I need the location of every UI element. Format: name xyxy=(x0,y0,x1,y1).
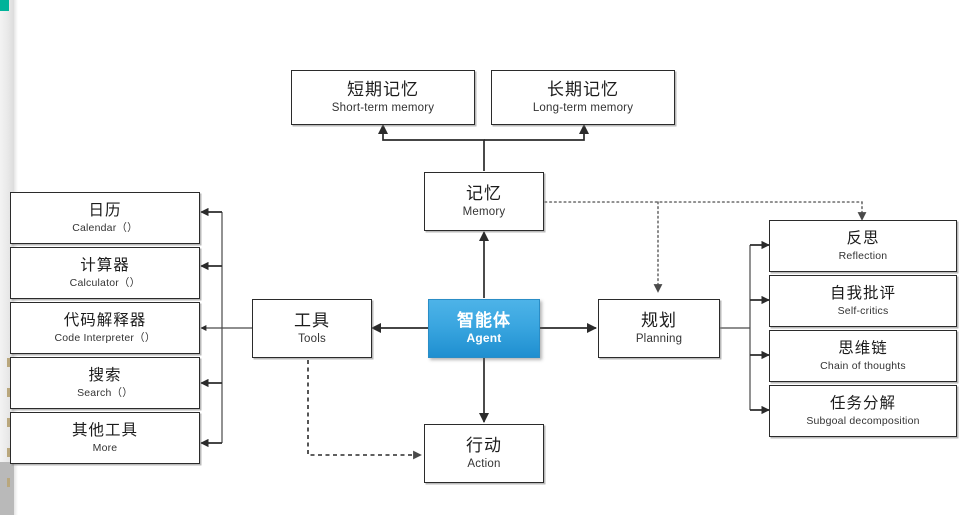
node-title-en: Planning xyxy=(635,332,683,345)
node-memory[interactable]: 记忆 Memory xyxy=(424,172,544,231)
node-tools[interactable]: 工具 Tools xyxy=(252,299,372,358)
node-long-term-memory[interactable]: 长期记忆 Long-term memory xyxy=(491,70,675,125)
teal-marker-icon xyxy=(0,0,9,11)
node-title-cn: 计算器 xyxy=(80,257,130,275)
node-title-cn: 搜索 xyxy=(88,367,122,385)
node-title-en: Tools xyxy=(298,332,326,345)
node-title-en: Search（） xyxy=(77,386,133,399)
node-planning-subgoal-decomposition[interactable]: 任务分解 Subgoal decomposition xyxy=(769,385,957,437)
strip-tick xyxy=(7,358,10,367)
strip-tick xyxy=(7,478,10,487)
node-title-en: Long-term memory xyxy=(532,101,634,114)
window-strip-bottom xyxy=(0,462,14,515)
node-title-cn: 其他工具 xyxy=(71,422,138,440)
node-title-en: Subgoal decomposition xyxy=(806,414,920,427)
node-title-cn: 代码解释器 xyxy=(63,312,147,330)
node-tool-search[interactable]: 搜索 Search（） xyxy=(10,357,200,409)
node-planning[interactable]: 规划 Planning xyxy=(598,299,720,358)
node-title-cn: 记忆 xyxy=(466,184,502,204)
node-title-en: Chain of thoughts xyxy=(820,359,906,372)
node-title-cn: 规划 xyxy=(641,311,677,331)
node-planning-reflection[interactable]: 反思 Reflection xyxy=(769,220,957,272)
node-title-cn: 行动 xyxy=(466,436,502,456)
node-title-en: Action xyxy=(467,457,501,470)
node-title-cn: 日历 xyxy=(88,202,122,220)
strip-tick xyxy=(7,388,10,397)
node-planning-chain-of-thoughts[interactable]: 思维链 Chain of thoughts xyxy=(769,330,957,382)
node-tool-more[interactable]: 其他工具 More xyxy=(10,412,200,464)
node-title-en: Code Interpreter（） xyxy=(54,331,156,344)
node-title-cn: 任务分解 xyxy=(829,395,896,413)
node-action[interactable]: 行动 Action xyxy=(424,424,544,483)
strip-tick xyxy=(7,448,10,457)
node-title-en: Short-term memory xyxy=(331,101,435,114)
node-tool-calculator[interactable]: 计算器 Calculator（） xyxy=(10,247,200,299)
node-title-en: More xyxy=(92,441,118,454)
node-title-cn: 思维链 xyxy=(838,340,888,358)
node-title-cn: 智能体 xyxy=(457,310,511,330)
node-title-cn: 短期记忆 xyxy=(347,80,419,100)
node-title-en: Calendar（） xyxy=(72,221,138,234)
node-title-en: Self-critics xyxy=(837,304,889,317)
strip-tick xyxy=(7,418,10,427)
node-title-cn: 自我批评 xyxy=(829,285,896,303)
node-tool-code-interpreter[interactable]: 代码解释器 Code Interpreter（） xyxy=(10,302,200,354)
node-short-term-memory[interactable]: 短期记忆 Short-term memory xyxy=(291,70,475,125)
node-title-cn: 工具 xyxy=(294,311,330,331)
node-title-cn: 长期记忆 xyxy=(547,80,619,100)
node-tool-calendar[interactable]: 日历 Calendar（） xyxy=(10,192,200,244)
node-planning-self-critics[interactable]: 自我批评 Self-critics xyxy=(769,275,957,327)
node-title-en: Reflection xyxy=(838,249,888,262)
node-title-en: Calculator（） xyxy=(69,276,141,289)
node-agent[interactable]: 智能体 Agent xyxy=(428,299,540,358)
node-title-cn: 反思 xyxy=(846,230,880,248)
node-title-en: Agent xyxy=(466,331,502,346)
node-title-en: Memory xyxy=(462,205,506,218)
